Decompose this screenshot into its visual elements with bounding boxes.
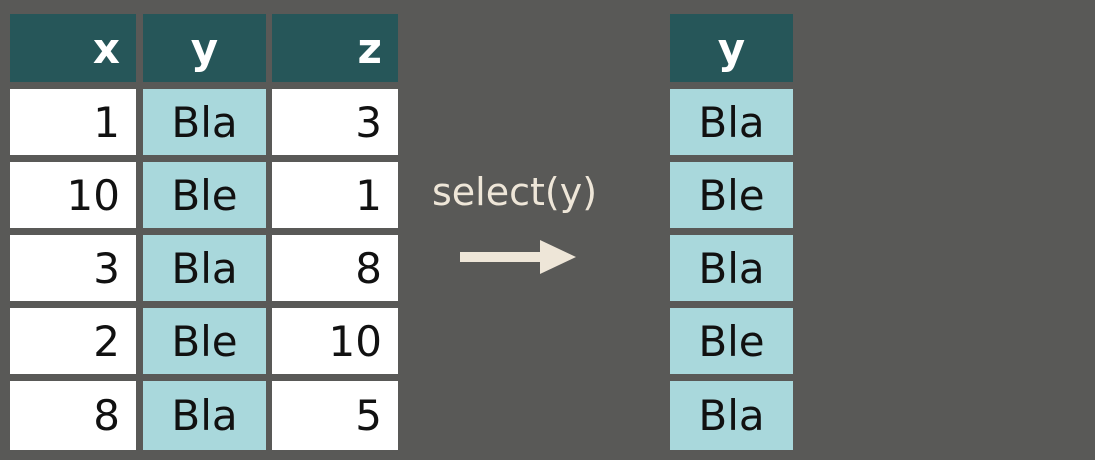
input-cell-y: Bla	[143, 235, 266, 301]
input-cell-y: Ble	[143, 162, 266, 228]
input-cell-z: 3	[272, 89, 398, 155]
input-cell-x: 8	[10, 381, 136, 450]
input-cell-x: 1	[10, 89, 136, 155]
input-header-z: z	[272, 14, 398, 82]
output-header-y: y	[670, 14, 793, 82]
input-cell-x: 10	[10, 162, 136, 228]
output-cell-y: Bla	[670, 89, 793, 155]
input-cell-z: 8	[272, 235, 398, 301]
input-cell-y: Bla	[143, 89, 266, 155]
input-cell-y: Ble	[143, 308, 266, 374]
output-cell-y: Bla	[670, 381, 793, 450]
input-cell-x: 3	[10, 235, 136, 301]
input-cell-z: 5	[272, 381, 398, 450]
input-header-y: y	[143, 14, 266, 82]
output-cell-y: Bla	[670, 235, 793, 301]
input-header-x: x	[10, 14, 136, 82]
output-cell-y: Ble	[670, 162, 793, 228]
output-cell-y: Ble	[670, 308, 793, 374]
operation-label: select(y)	[432, 170, 598, 214]
input-cell-z: 10	[272, 308, 398, 374]
right-arrow-icon	[460, 240, 576, 274]
input-cell-z: 1	[272, 162, 398, 228]
input-cell-x: 2	[10, 308, 136, 374]
input-cell-y: Bla	[143, 381, 266, 450]
